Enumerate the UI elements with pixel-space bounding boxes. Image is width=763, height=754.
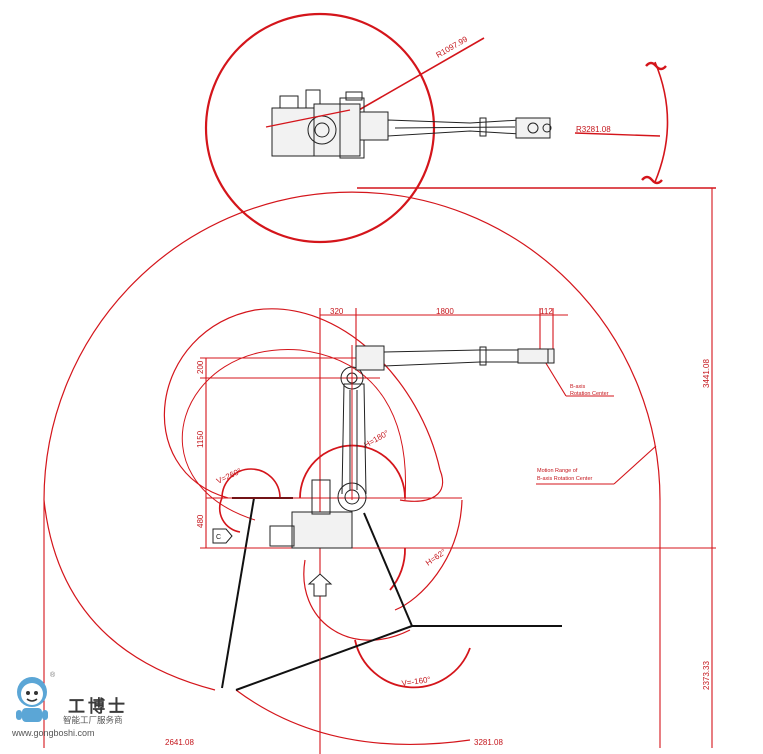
dim-112: 112 — [540, 307, 553, 316]
robot-top-view — [265, 89, 552, 159]
dim-2641: 2641.08 — [165, 738, 194, 747]
top-view: R1097.99 R3281.08 — [204, 12, 716, 244]
note-baxis-line1: B-axis — [570, 384, 586, 390]
note-baxis-line2: Rotation Center — [570, 391, 609, 397]
dim-2373: 2373.33 — [702, 661, 711, 690]
outer-reach-arc — [43, 191, 661, 501]
mascot-logo-icon — [16, 677, 48, 722]
radius-leader-r1097 — [337, 37, 485, 123]
break-mark-top — [645, 61, 667, 71]
angle-h180: H=180° — [363, 428, 391, 449]
dim-320: 320 — [330, 307, 344, 316]
side-view: 320 1800 112 200 1150 480 3441.08 2373.3… — [43, 188, 716, 754]
inner-motion-arc — [163, 308, 441, 499]
watermark-url: www.gongboshi.com — [12, 728, 95, 738]
arc-v260 — [221, 468, 281, 499]
radius-label-r3281: R3281.08 — [576, 125, 611, 134]
arc-h62 — [389, 547, 406, 591]
watermark: ® 工博士 智能工厂服务商 www.gongboshi.com — [8, 672, 158, 742]
outer-reach-arc-bottom — [235, 689, 471, 745]
view-arrow-c — [212, 528, 233, 544]
dim-3441: 3441.08 — [702, 359, 711, 388]
angle-vm160: V=-160° — [401, 675, 431, 688]
inner-spiral — [181, 349, 407, 521]
dim-480: 480 — [196, 514, 205, 528]
dim-3281: 3281.08 — [474, 738, 503, 747]
inner-motion-arc-2 — [399, 469, 444, 502]
work-envelope-boundary — [221, 497, 562, 691]
watermark-logo-text: 工博士 — [68, 697, 128, 717]
dim-1150: 1150 — [196, 430, 205, 448]
view-arrow-c-label: C — [216, 534, 221, 541]
robot-side-view — [269, 345, 555, 549]
angle-v260: V=260° — [215, 466, 243, 485]
registered-mark: ® — [50, 672, 56, 679]
watermark-tagline: 智能工厂服务商 — [63, 716, 123, 726]
lower-left-arc — [303, 559, 411, 641]
break-mark-bottom — [641, 175, 663, 185]
radius-leader-r3281 — [574, 132, 661, 137]
arc-v260-low — [218, 497, 241, 533]
dim-200: 200 — [196, 360, 205, 374]
break-arc — [654, 61, 669, 183]
dim-1800: 1800 — [436, 307, 454, 316]
view-arrow-up — [307, 573, 333, 597]
outer-reach-arc-lower — [43, 499, 216, 691]
angle-h62: H=62° — [424, 547, 448, 567]
top-view-axis-line — [265, 109, 351, 128]
note-motion-line2: B-axis Rotation Center — [537, 476, 592, 482]
note-motion-line1: Motion Range of — [537, 468, 578, 474]
arc-vm160 — [354, 639, 471, 689]
